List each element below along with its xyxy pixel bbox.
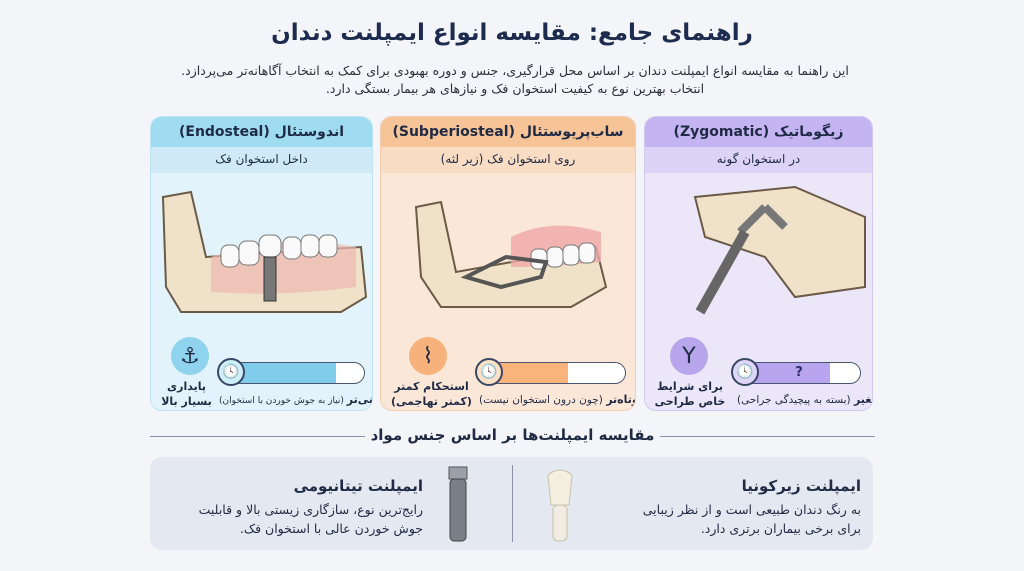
healing-marker: ? bbox=[795, 365, 803, 380]
feature-label: برای شرایط خاص طراحی شده bbox=[654, 380, 726, 408]
feature-label: پایداری بسیار بالا bbox=[161, 380, 212, 408]
titanium-desc: رایج‌ترین نوع، سازگاری زیستی بالا و قابل… bbox=[199, 500, 423, 538]
zygomatic-implant-icon: Y bbox=[670, 337, 708, 375]
frame-icon: ⌇ bbox=[409, 337, 447, 375]
intro-line: انتخاب بهترین نوع به کیفیت استخوان فک و … bbox=[325, 81, 705, 96]
healing-time-bar bbox=[223, 362, 365, 384]
card-subtitle: داخل استخوان فک bbox=[151, 147, 372, 173]
clock-icon: 🕓 bbox=[731, 358, 759, 386]
healing-main: متغیر bbox=[853, 393, 872, 406]
titanium-implant-icon bbox=[448, 466, 468, 542]
section-title: مقایسه ایمپلنت‌ها بر اساس جنس مواد bbox=[360, 426, 665, 444]
zygomatic-skull-illustration bbox=[693, 185, 866, 315]
healing-main: کوتاه‌تر bbox=[606, 393, 635, 406]
healing-time-bar bbox=[481, 362, 626, 384]
healing-label: کوتاه‌تر (چون درون استخوان نیست) bbox=[479, 393, 635, 406]
healing-label: متغیر (بسته به پیچیدگی جراحی) bbox=[737, 393, 872, 406]
healing-fill bbox=[224, 363, 336, 383]
card-subtitle: روی استخوان فک (زیر لثه) bbox=[381, 147, 635, 173]
zirconia-implant-icon bbox=[547, 469, 573, 542]
desc-line: رایج‌ترین نوع، سازگاری زیستی بالا و قابل… bbox=[198, 502, 423, 517]
clock-icon: 🕓 bbox=[217, 358, 245, 386]
healing-note: (بسته به پیچیدگی جراحی) bbox=[737, 394, 851, 406]
healing-note: (چون درون استخوان نیست) bbox=[479, 394, 603, 406]
divider bbox=[660, 436, 875, 437]
healing-fill bbox=[482, 363, 568, 383]
healing-label: طولانی‌تر (نیاز به جوش خوردن با استخوان) bbox=[219, 393, 373, 406]
titanium-title: ایمپلنت تیتانیومی bbox=[293, 477, 423, 495]
feature-label: استحکام کمتر (کمتر تهاجمی) bbox=[391, 380, 472, 408]
desc-line: برای برخی بیماران برتری دارد. bbox=[700, 521, 861, 536]
healing-note: (نیاز به جوش خوردن با استخوان) bbox=[219, 396, 344, 406]
anchor-icon: ⚓ bbox=[171, 337, 209, 375]
materials-card: ایمپلنت زیرکونیا به رنگ دندان طبیعی است … bbox=[150, 457, 873, 550]
divider bbox=[512, 465, 513, 542]
healing-fill bbox=[738, 363, 830, 383]
divider bbox=[150, 436, 365, 437]
intro-line: این راهنما به مقایسه انواع ایمپلنت دندان… bbox=[181, 63, 849, 78]
intro-text: این راهنما به مقایسه انواع ایمپلنت دندان… bbox=[150, 62, 880, 98]
subperiosteal-card: ساب‌پریوستئال (Subperiosteal) روی استخوا… bbox=[380, 116, 636, 411]
card-title: زیگوماتیک (Zygomatic) bbox=[645, 117, 872, 147]
desc-line: به رنگ دندان طبیعی است و از نظر زیبایی bbox=[642, 502, 861, 517]
endosteal-jaw-illustration bbox=[161, 190, 368, 313]
card-title: اندوستئال (Endosteal) bbox=[151, 117, 372, 147]
healing-main: طولانی‌تر bbox=[346, 393, 373, 406]
page-title: راهنمای جامع: مقایسه انواع ایمپلنت دندان bbox=[271, 20, 753, 46]
zygomatic-card: زیگوماتیک (Zygomatic) در استخوان گونه Y … bbox=[644, 116, 873, 411]
desc-line: جوش خوردن عالی با استخوان فک. bbox=[239, 521, 423, 536]
endosteal-card: اندوستئال (Endosteal) داخل استخوان فک ⚓ … bbox=[150, 116, 373, 411]
healing-time-bar: ? bbox=[737, 362, 861, 384]
subperiosteal-jaw-illustration bbox=[414, 200, 608, 308]
zirconia-desc: به رنگ دندان طبیعی است و از نظر زیبایی بر… bbox=[643, 500, 861, 538]
zirconia-title: ایمپلنت زیرکونیا bbox=[741, 477, 861, 495]
materials-section-header: مقایسه ایمپلنت‌ها بر اساس جنس مواد bbox=[150, 425, 875, 444]
card-title: ساب‌پریوستئال (Subperiosteal) bbox=[381, 117, 635, 147]
clock-icon: 🕓 bbox=[475, 358, 503, 386]
card-subtitle: در استخوان گونه bbox=[645, 147, 872, 173]
